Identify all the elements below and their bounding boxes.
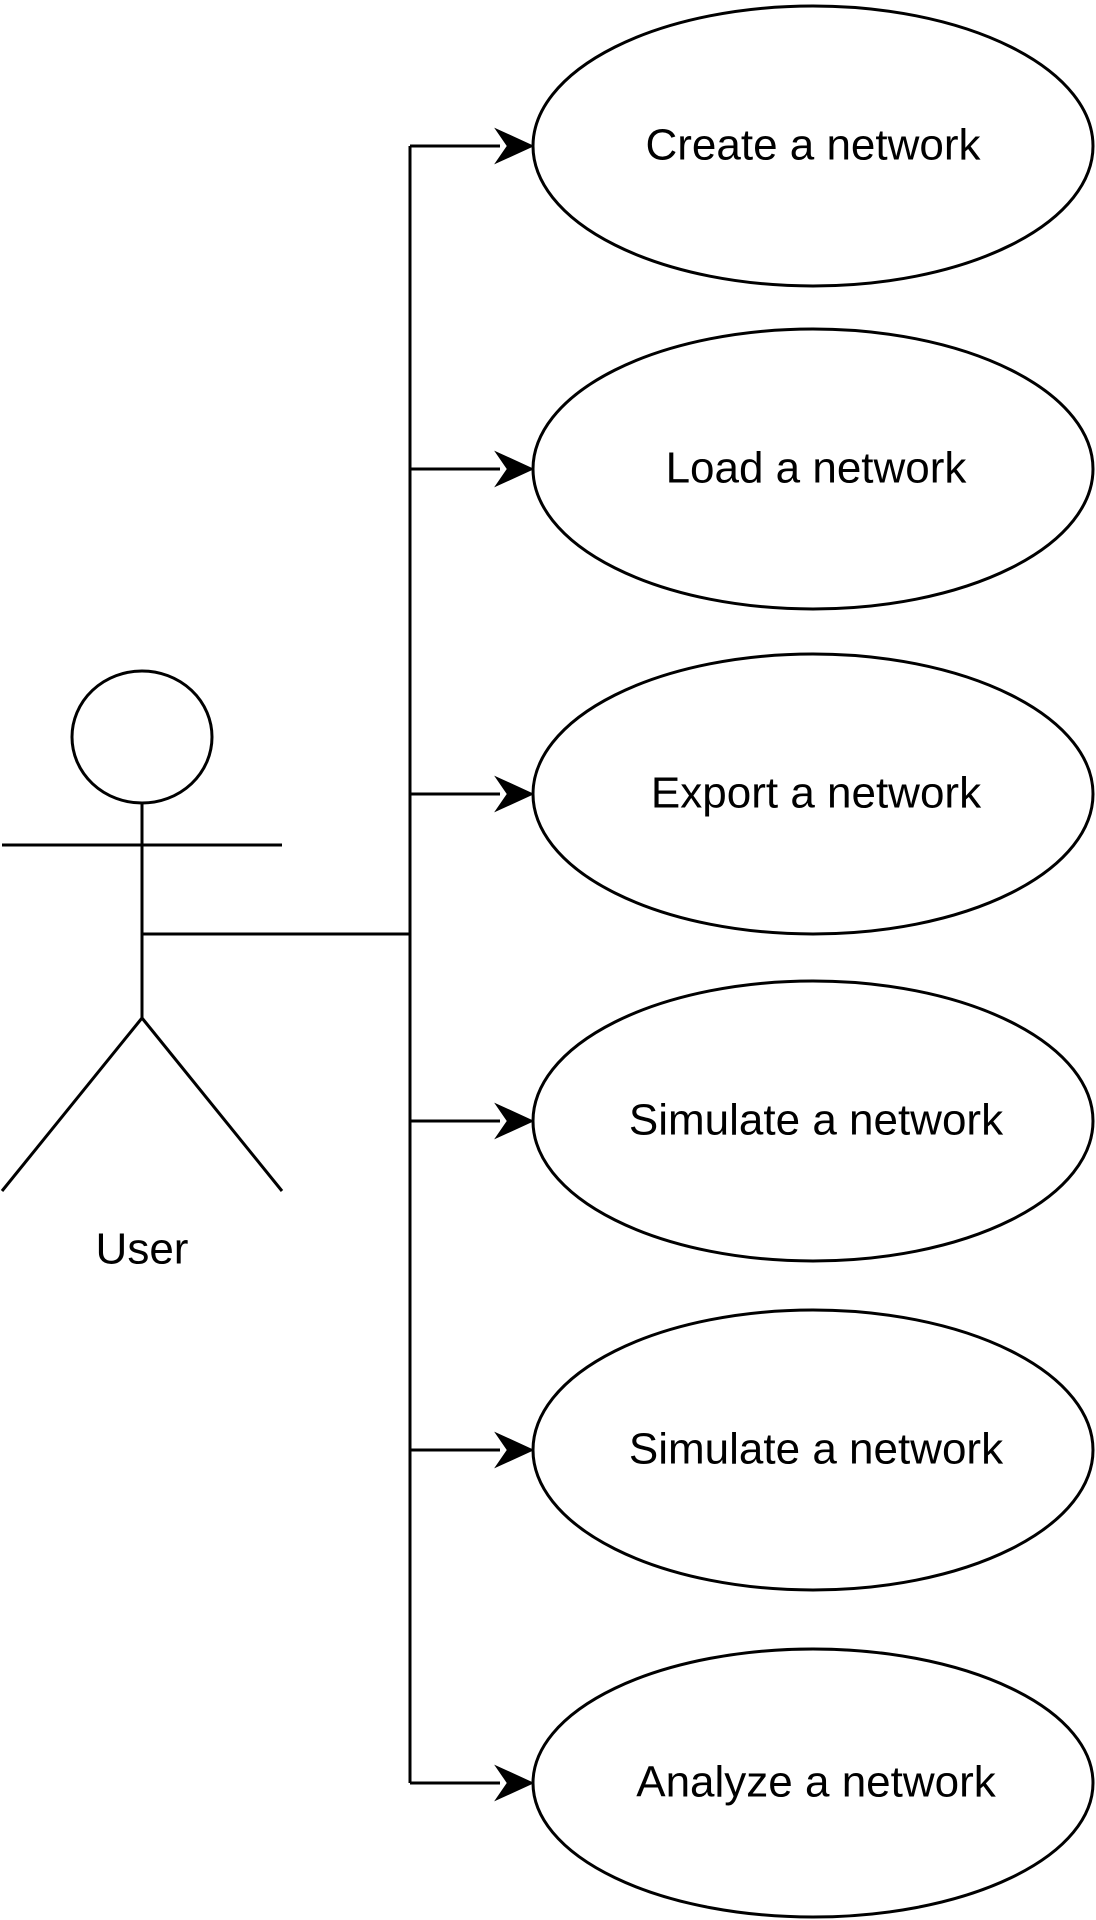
actor-right-leg <box>140 1017 284 1192</box>
use-case-create[interactable]: Create a network <box>410 4 1095 288</box>
arrowhead-icon <box>494 1431 535 1469</box>
arrowhead-icon <box>494 450 535 488</box>
use-case-ellipse <box>531 1647 1095 1919</box>
arrowhead-icon <box>494 775 535 813</box>
use-case-label: Load a network <box>666 444 968 493</box>
use-case-ellipse <box>531 979 1095 1263</box>
use-case-load[interactable]: Load a network <box>410 327 1095 611</box>
use-case-label: Simulate a network <box>629 1425 1004 1474</box>
actor-label: User <box>96 1225 189 1274</box>
actor-user[interactable]: User <box>0 669 284 1274</box>
arrowhead-icon <box>494 1764 535 1802</box>
use-case-label: Export a network <box>651 769 982 818</box>
connectors <box>142 146 412 1783</box>
use-case-ellipse <box>531 652 1095 936</box>
actor-head <box>70 669 214 805</box>
use-case-label: Analyze a network <box>636 1758 997 1807</box>
actor-left-leg <box>0 1017 144 1192</box>
arrowhead-icon <box>494 127 535 165</box>
use-case-simulate-2[interactable]: Simulate a network <box>410 1308 1095 1592</box>
use-case-label: Create a network <box>645 121 981 170</box>
arrowhead-icon <box>494 1102 535 1140</box>
use-case-ellipse <box>531 4 1095 288</box>
use-case-simulate[interactable]: Simulate a network <box>410 979 1095 1263</box>
use-case-analyze[interactable]: Analyze a network <box>410 1647 1095 1919</box>
use-case-label: Simulate a network <box>629 1096 1004 1145</box>
use-case-ellipse <box>531 1308 1095 1592</box>
use-case-ellipse <box>531 327 1095 611</box>
use-case-export[interactable]: Export a network <box>410 652 1095 936</box>
